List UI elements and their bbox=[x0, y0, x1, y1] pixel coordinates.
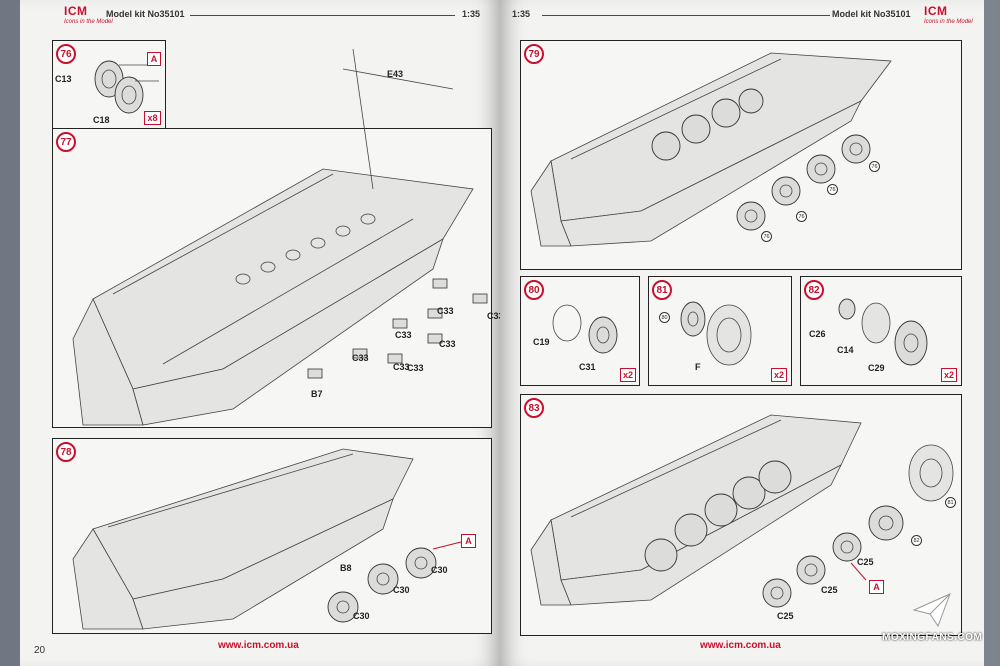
part-label: C26 bbox=[809, 329, 826, 339]
reference-marker: 76 bbox=[827, 184, 838, 195]
icm-logo: ICM bbox=[64, 4, 88, 18]
part-label: C13 bbox=[55, 74, 72, 84]
footer-url[interactable]: www.icm.com.ua bbox=[700, 640, 781, 651]
step-77-drawing bbox=[72, 48, 488, 426]
reference-marker: 80 bbox=[659, 312, 670, 323]
marker-badge: A bbox=[869, 580, 884, 594]
icm-logo: ICM bbox=[924, 4, 948, 18]
part-label: E43 bbox=[387, 69, 404, 79]
part-label: C33 bbox=[395, 330, 412, 340]
step-77-panel: 77 E43 C33 C33 C33 C33 C33 bbox=[52, 48, 500, 428]
scale-label: 1:35 bbox=[512, 9, 531, 19]
part-label: C33 bbox=[352, 353, 369, 363]
kit-number: Model kit No35101 bbox=[106, 9, 185, 19]
step-82-drawing bbox=[838, 298, 928, 366]
step-81-drawing bbox=[680, 301, 752, 366]
reference-marker: 76 bbox=[761, 231, 772, 242]
header-rule bbox=[542, 15, 830, 16]
part-label: C25 bbox=[821, 585, 838, 595]
step-number: 78 bbox=[56, 442, 76, 462]
left-page: ICM Icons in the Model Model kit No35101… bbox=[20, 0, 501, 666]
part-label: C30 bbox=[393, 585, 410, 595]
step-80-panel: 80 C19 C31 x2 bbox=[520, 276, 640, 386]
step-78-drawing bbox=[72, 448, 462, 630]
icm-logo-tagline: Icons in the Model bbox=[64, 19, 113, 25]
step-number: 77 bbox=[56, 132, 76, 152]
part-label: C30 bbox=[431, 565, 448, 575]
part-label: C29 bbox=[868, 363, 885, 373]
scale-label: 1:35 bbox=[462, 9, 481, 19]
reference-marker: 81 bbox=[945, 497, 956, 508]
part-label: C33 bbox=[437, 306, 454, 316]
marker-badge: A bbox=[461, 534, 476, 548]
step-number: 76 bbox=[56, 44, 76, 64]
watermark-text: MOXINGFANS.COM bbox=[882, 632, 983, 643]
step-80-drawing bbox=[552, 304, 618, 354]
step-number: 81 bbox=[652, 280, 672, 300]
part-label: B8 bbox=[340, 563, 352, 573]
part-label: B7 bbox=[311, 389, 323, 399]
reference-marker: 76 bbox=[796, 211, 807, 222]
step-79-panel: 79 76 76 76 76 bbox=[520, 40, 962, 270]
kit-number: Model kit No35101 bbox=[832, 9, 911, 19]
quantity-badge: x2 bbox=[941, 368, 957, 382]
part-label: C33 bbox=[393, 362, 410, 372]
step-number: 79 bbox=[524, 44, 544, 64]
quantity-badge: x2 bbox=[771, 368, 787, 382]
header-rule bbox=[190, 15, 455, 16]
quantity-badge: x2 bbox=[620, 368, 636, 382]
part-label: C33 bbox=[407, 363, 424, 373]
icm-logo-tagline: Icons in the Model bbox=[924, 19, 973, 25]
step-82-panel: 82 C26 C14 C29 x2 bbox=[800, 276, 962, 386]
part-label: C25 bbox=[777, 611, 794, 621]
part-label: F bbox=[695, 362, 701, 372]
paper-plane-icon bbox=[912, 593, 951, 628]
reference-marker: 76 bbox=[869, 161, 880, 172]
page-number: 20 bbox=[34, 645, 46, 656]
footer-url[interactable]: www.icm.com.ua bbox=[218, 640, 299, 651]
quantity-badge: x8 bbox=[144, 111, 161, 125]
part-label: C19 bbox=[533, 337, 550, 347]
part-label: C30 bbox=[353, 611, 370, 621]
step-78-panel: 78 B8 C30 C30 C30 A bbox=[52, 438, 492, 634]
part-label: C14 bbox=[837, 345, 854, 355]
right-page: 1:35 Model kit No35101 ICM Icons in the … bbox=[500, 0, 984, 666]
step-83-drawing bbox=[530, 414, 954, 608]
step-number: 82 bbox=[804, 280, 824, 300]
marker-badge: A bbox=[147, 52, 161, 66]
step-81-panel: 81 80 F x2 bbox=[648, 276, 792, 386]
step-83-panel: 83 81 82 C25 C25 C25 A bbox=[520, 394, 962, 636]
part-label: C18 bbox=[93, 115, 110, 125]
reference-marker: 82 bbox=[911, 535, 922, 546]
step-76-panel: 76 C13 C18 A x8 bbox=[52, 40, 166, 130]
part-label: C31 bbox=[579, 362, 596, 372]
step-number: 83 bbox=[524, 398, 544, 418]
part-label: C33 bbox=[487, 311, 500, 321]
step-number: 80 bbox=[524, 280, 544, 300]
step-76-drawing bbox=[94, 60, 159, 114]
part-label: C25 bbox=[857, 557, 874, 567]
part-label: C33 bbox=[439, 339, 456, 349]
step-79-drawing bbox=[530, 52, 892, 247]
